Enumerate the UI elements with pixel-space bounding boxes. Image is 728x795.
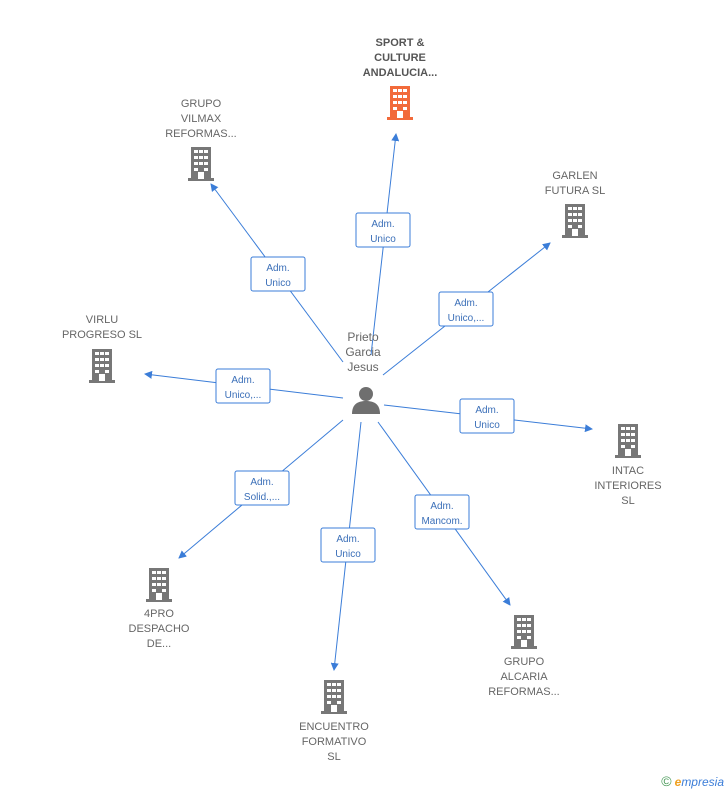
company-name-line: ALCARIA xyxy=(500,671,548,683)
edge-label-text: Adm. xyxy=(454,298,477,309)
company-name-line: FORMATIVO xyxy=(302,736,367,748)
edge-label-text: Adm. xyxy=(336,534,359,545)
company-name-line: VILMAX xyxy=(181,113,222,125)
company-name-line: SPORT & xyxy=(376,37,425,49)
building-icon xyxy=(146,568,172,602)
edge-label-box xyxy=(355,212,411,248)
company-name-line: INTERIORES xyxy=(594,480,661,492)
edge-label-box xyxy=(459,398,515,434)
edge-label-vilmax[interactable]: Adm. Unico xyxy=(250,256,306,292)
company-name-line: CULTURE xyxy=(374,52,426,64)
company-node-encuentro[interactable]: ENCUENTRO FORMATIVO SL xyxy=(299,680,369,763)
company-node-vilmax[interactable]: GRUPO VILMAX REFORMAS... xyxy=(165,98,237,181)
building-icon xyxy=(562,204,588,238)
edge-label-box xyxy=(320,527,376,563)
edge-label-sport[interactable]: Adm. Unico xyxy=(355,212,411,248)
edge-label-text: Adm. xyxy=(371,219,394,230)
edge-label-text: Mancom. xyxy=(421,516,462,527)
edge-label-text: Adm. xyxy=(231,375,254,386)
building-icon xyxy=(387,86,413,120)
edge-label-encuentro[interactable]: Adm. Unico xyxy=(320,527,376,563)
company-name-line: GRUPO xyxy=(181,98,222,110)
edge-label-text: Adm. xyxy=(266,263,289,274)
person-icon xyxy=(352,387,380,414)
company-name-line: GARLEN xyxy=(552,170,597,182)
edge-label-intac[interactable]: Adm. Unico xyxy=(459,398,515,434)
edge-label-text: Unico xyxy=(265,278,291,289)
edge-label-box xyxy=(414,494,470,530)
company-name-line: REFORMAS... xyxy=(488,686,560,698)
edge-label-text: Adm. xyxy=(430,501,453,512)
company-node-garlen[interactable]: GARLEN FUTURA SL xyxy=(545,170,606,238)
footer-brand: ©empresia xyxy=(661,773,724,789)
edge-label-text: Unico xyxy=(335,549,361,560)
edge-label-text: Unico,... xyxy=(225,390,262,401)
company-node-intac[interactable]: INTAC INTERIORES SL xyxy=(594,424,662,507)
edge-label-box xyxy=(234,470,290,506)
edge-label-box xyxy=(215,368,271,404)
edge-label-text: Unico,... xyxy=(448,313,485,324)
edge-label-text: Unico xyxy=(474,420,500,431)
edge-label-text: Adm. xyxy=(475,405,498,416)
building-icon xyxy=(321,680,347,714)
edge-label-4pro[interactable]: Adm. Solid.,... xyxy=(234,470,290,506)
edge-label-box xyxy=(438,291,494,327)
company-node-virlu[interactable]: VIRLU PROGRESO SL xyxy=(62,314,142,383)
building-icon xyxy=(511,615,537,649)
company-name-line: SL xyxy=(327,751,340,763)
building-icon xyxy=(188,147,214,181)
copyright-icon: © xyxy=(661,773,672,789)
company-node-alcaria[interactable]: GRUPO ALCARIA REFORMAS... xyxy=(488,615,560,698)
edge-label-text: Adm. xyxy=(250,477,273,488)
company-node-sport[interactable]: SPORT & CULTURE ANDALUCIA... xyxy=(363,37,438,120)
brand-logo-text: mpresia xyxy=(681,775,724,789)
company-name-line: FUTURA SL xyxy=(545,185,606,197)
person-name-line: Jesus xyxy=(347,360,378,374)
company-name-line: PROGRESO SL xyxy=(62,329,142,341)
edge-label-garlen[interactable]: Adm. Unico,... xyxy=(438,291,494,327)
company-node-4pro[interactable]: 4PRO DESPACHO DE... xyxy=(129,568,190,650)
edge-label-alcaria[interactable]: Adm. Mancom. xyxy=(414,494,470,530)
company-name-line: DE... xyxy=(147,638,171,650)
company-name-line: GRUPO xyxy=(504,656,545,668)
person-name-line: Prieto xyxy=(347,330,379,344)
building-icon xyxy=(615,424,641,458)
edge-label-virlu[interactable]: Adm. Unico,... xyxy=(215,368,271,404)
person-name-line: Garcia xyxy=(345,345,381,359)
company-name-line: VIRLU xyxy=(86,314,118,326)
brand-logo-initial: e xyxy=(674,775,682,789)
company-name-line: DESPACHO xyxy=(129,623,190,635)
building-icon xyxy=(89,349,115,383)
company-name-line: REFORMAS... xyxy=(165,128,237,140)
company-name-line: 4PRO xyxy=(144,608,174,620)
edge-label-text: Solid.,... xyxy=(244,492,280,503)
edge-label-box xyxy=(250,256,306,292)
company-name-line: SL xyxy=(621,495,634,507)
edge-label-text: Unico xyxy=(370,234,396,245)
company-name-line: INTAC xyxy=(612,465,644,477)
company-name-line: ANDALUCIA... xyxy=(363,67,438,79)
company-name-line: ENCUENTRO xyxy=(299,721,369,733)
